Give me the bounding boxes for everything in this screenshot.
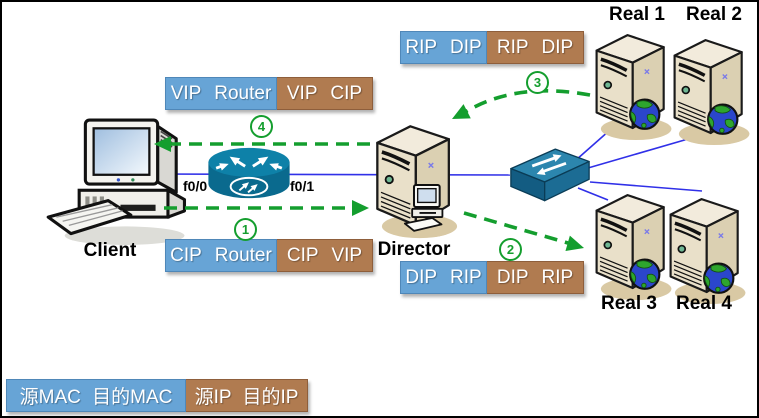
real2-label: Real 2	[686, 4, 742, 25]
step3-ip-segment: RIP DIP	[487, 31, 584, 64]
packet-label-step1: CIP Router CIP VIP	[165, 239, 373, 272]
director-server-icon	[375, 124, 459, 240]
globe-icon	[629, 98, 661, 130]
step4-mac-segment: VIP Router	[165, 77, 277, 110]
real4-label: Real 4	[676, 293, 732, 314]
step-1-badge: 1	[234, 218, 257, 241]
real-server-icon	[672, 38, 752, 147]
client-computer-icon	[46, 118, 187, 245]
real3-device	[588, 188, 674, 307]
router-device	[204, 145, 294, 208]
real1-device	[588, 28, 674, 147]
arrow-step3-real-to-director	[461, 89, 591, 116]
real-server-icon	[594, 33, 674, 142]
step4-ip-segment: VIP CIP	[277, 77, 373, 110]
packet-label-step4: VIP Router VIP CIP	[165, 77, 373, 110]
packet-label-step3: RIP DIP RIP DIP	[400, 31, 584, 64]
step-3-badge: 3	[526, 71, 549, 94]
globe-icon	[629, 258, 661, 290]
legend: 源MAC 目的MAC 源IP 目的IP	[6, 379, 308, 412]
step3-mac-segment: RIP DIP	[400, 31, 487, 64]
step2-mac-segment: DIP RIP	[400, 261, 487, 294]
arrowhead-step1	[352, 200, 369, 216]
step-2-badge: 2	[499, 238, 522, 261]
legend-mac-segment: 源MAC 目的MAC	[6, 379, 186, 412]
globe-icon	[707, 103, 739, 135]
packet-label-step2: DIP RIP DIP RIP	[400, 261, 584, 294]
switch-device	[505, 142, 595, 211]
switch-icon	[510, 148, 590, 202]
globe-icon	[703, 262, 735, 294]
director-label: Director	[377, 239, 451, 260]
real-server-icon	[594, 193, 674, 302]
legend-ip-segment: 源IP 目的IP	[186, 379, 308, 412]
router-port-f0-0-label: f0/0	[183, 178, 208, 194]
step-4-badge: 4	[250, 115, 273, 138]
step1-ip-segment: CIP VIP	[277, 239, 373, 272]
director-device	[368, 119, 460, 245]
client-device	[44, 118, 199, 251]
router-port-f0-1-label: f0/1	[290, 178, 315, 194]
real1-label: Real 1	[609, 4, 665, 25]
arrowhead-step2	[565, 235, 584, 252]
real-server-icon	[668, 197, 748, 306]
client-label: Client	[83, 240, 137, 261]
step1-mac-segment: CIP Router	[165, 239, 277, 272]
real2-device	[666, 33, 752, 152]
step2-ip-segment: DIP RIP	[487, 261, 584, 294]
mini-pc-icon	[403, 183, 451, 238]
router-icon	[208, 147, 290, 199]
real3-label: Real 3	[601, 293, 657, 314]
